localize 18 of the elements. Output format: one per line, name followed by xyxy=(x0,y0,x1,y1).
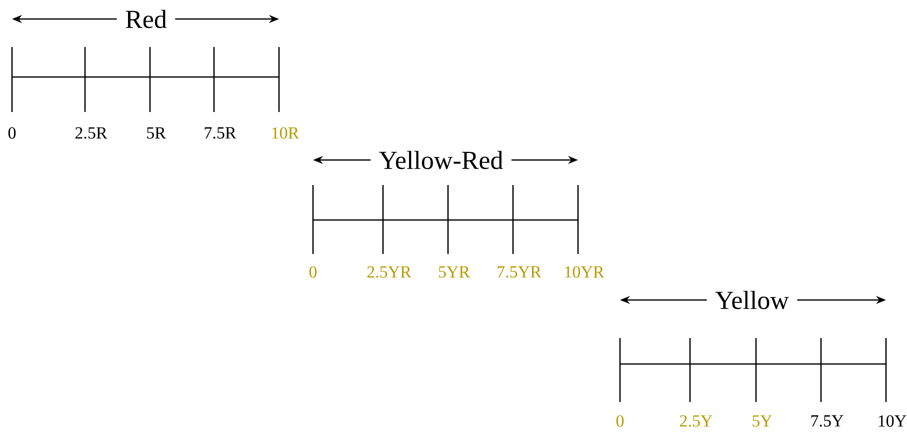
tick-label: 10Y xyxy=(878,415,906,427)
tick-label: 7.5R xyxy=(204,127,236,139)
label: Yellow xyxy=(715,290,789,310)
tick-label: 10YR xyxy=(565,266,604,278)
tick-label: 2.5Y xyxy=(680,415,712,427)
tick-label: 5R xyxy=(147,127,166,139)
tick-label: 2.5YR xyxy=(367,266,412,278)
tick-label: 0 xyxy=(616,415,624,427)
tick-label: 5Y xyxy=(752,415,772,427)
tick-label: 2.5R xyxy=(75,127,108,139)
tick-label: 0 xyxy=(8,127,16,139)
tick-label: 5YR xyxy=(438,266,470,278)
tick-label: 7.5YR xyxy=(498,266,542,278)
label: Red xyxy=(126,10,167,28)
tick-label: 0 xyxy=(309,266,317,278)
tick-label: 7.5Y xyxy=(811,415,844,427)
label: Yellow-Red xyxy=(379,150,503,170)
tick-label: 10R xyxy=(272,127,300,139)
